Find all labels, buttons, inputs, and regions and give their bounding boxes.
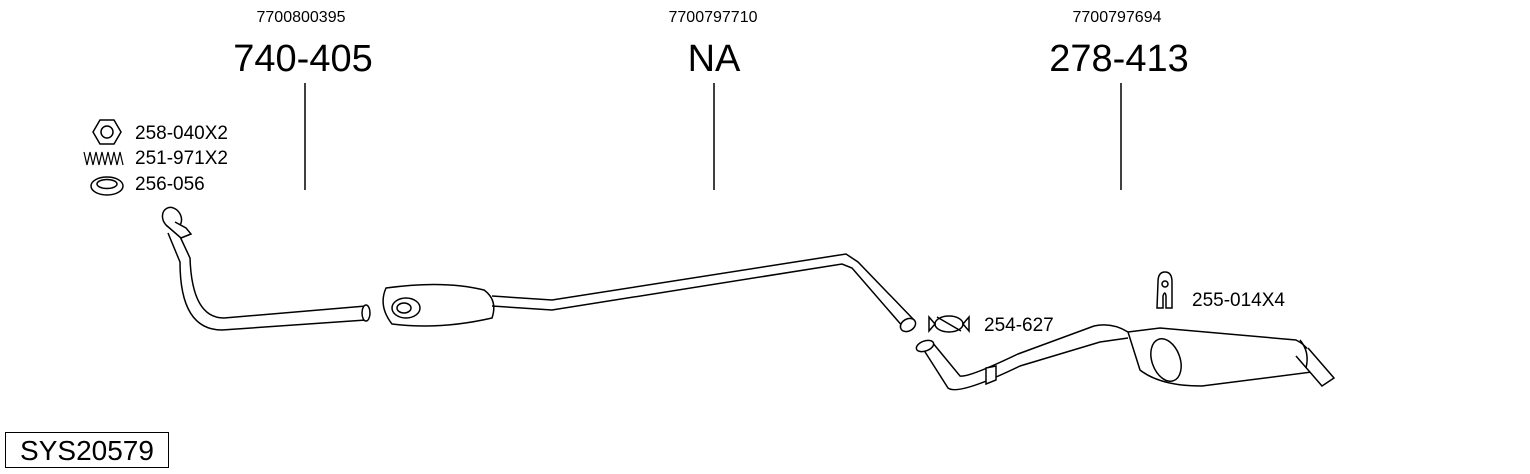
part-number-1: 740-405 <box>233 38 373 80</box>
spring-icon <box>83 151 124 166</box>
system-code-box: SYS20579 <box>5 432 169 468</box>
accessory-label-hanger: 255-014X4 <box>1192 290 1285 311</box>
oem-number-2: 7700797710 <box>668 9 758 26</box>
accessory-label-clamp: 254-627 <box>984 315 1054 336</box>
nut-icon <box>92 119 122 145</box>
oem-number-1: 7700800395 <box>256 9 346 26</box>
part-number-2: NA <box>687 38 741 80</box>
middle-silencer-na <box>382 253 917 333</box>
front-pipe-740-405 <box>161 206 371 331</box>
accessory-label-spring: 251-971X2 <box>135 148 228 169</box>
gasket-ring-icon <box>90 176 124 196</box>
rear-silencer-278-413 <box>915 324 1336 391</box>
part-number-3: 278-413 <box>1049 38 1189 80</box>
oem-number-3: 7700797694 <box>1072 9 1162 26</box>
accessory-label-gasket: 256-056 <box>135 174 205 195</box>
accessory-label-nut: 258-040X2 <box>135 123 228 144</box>
rubber-hanger-icon <box>1156 271 1173 309</box>
clamp-icon <box>928 314 970 334</box>
